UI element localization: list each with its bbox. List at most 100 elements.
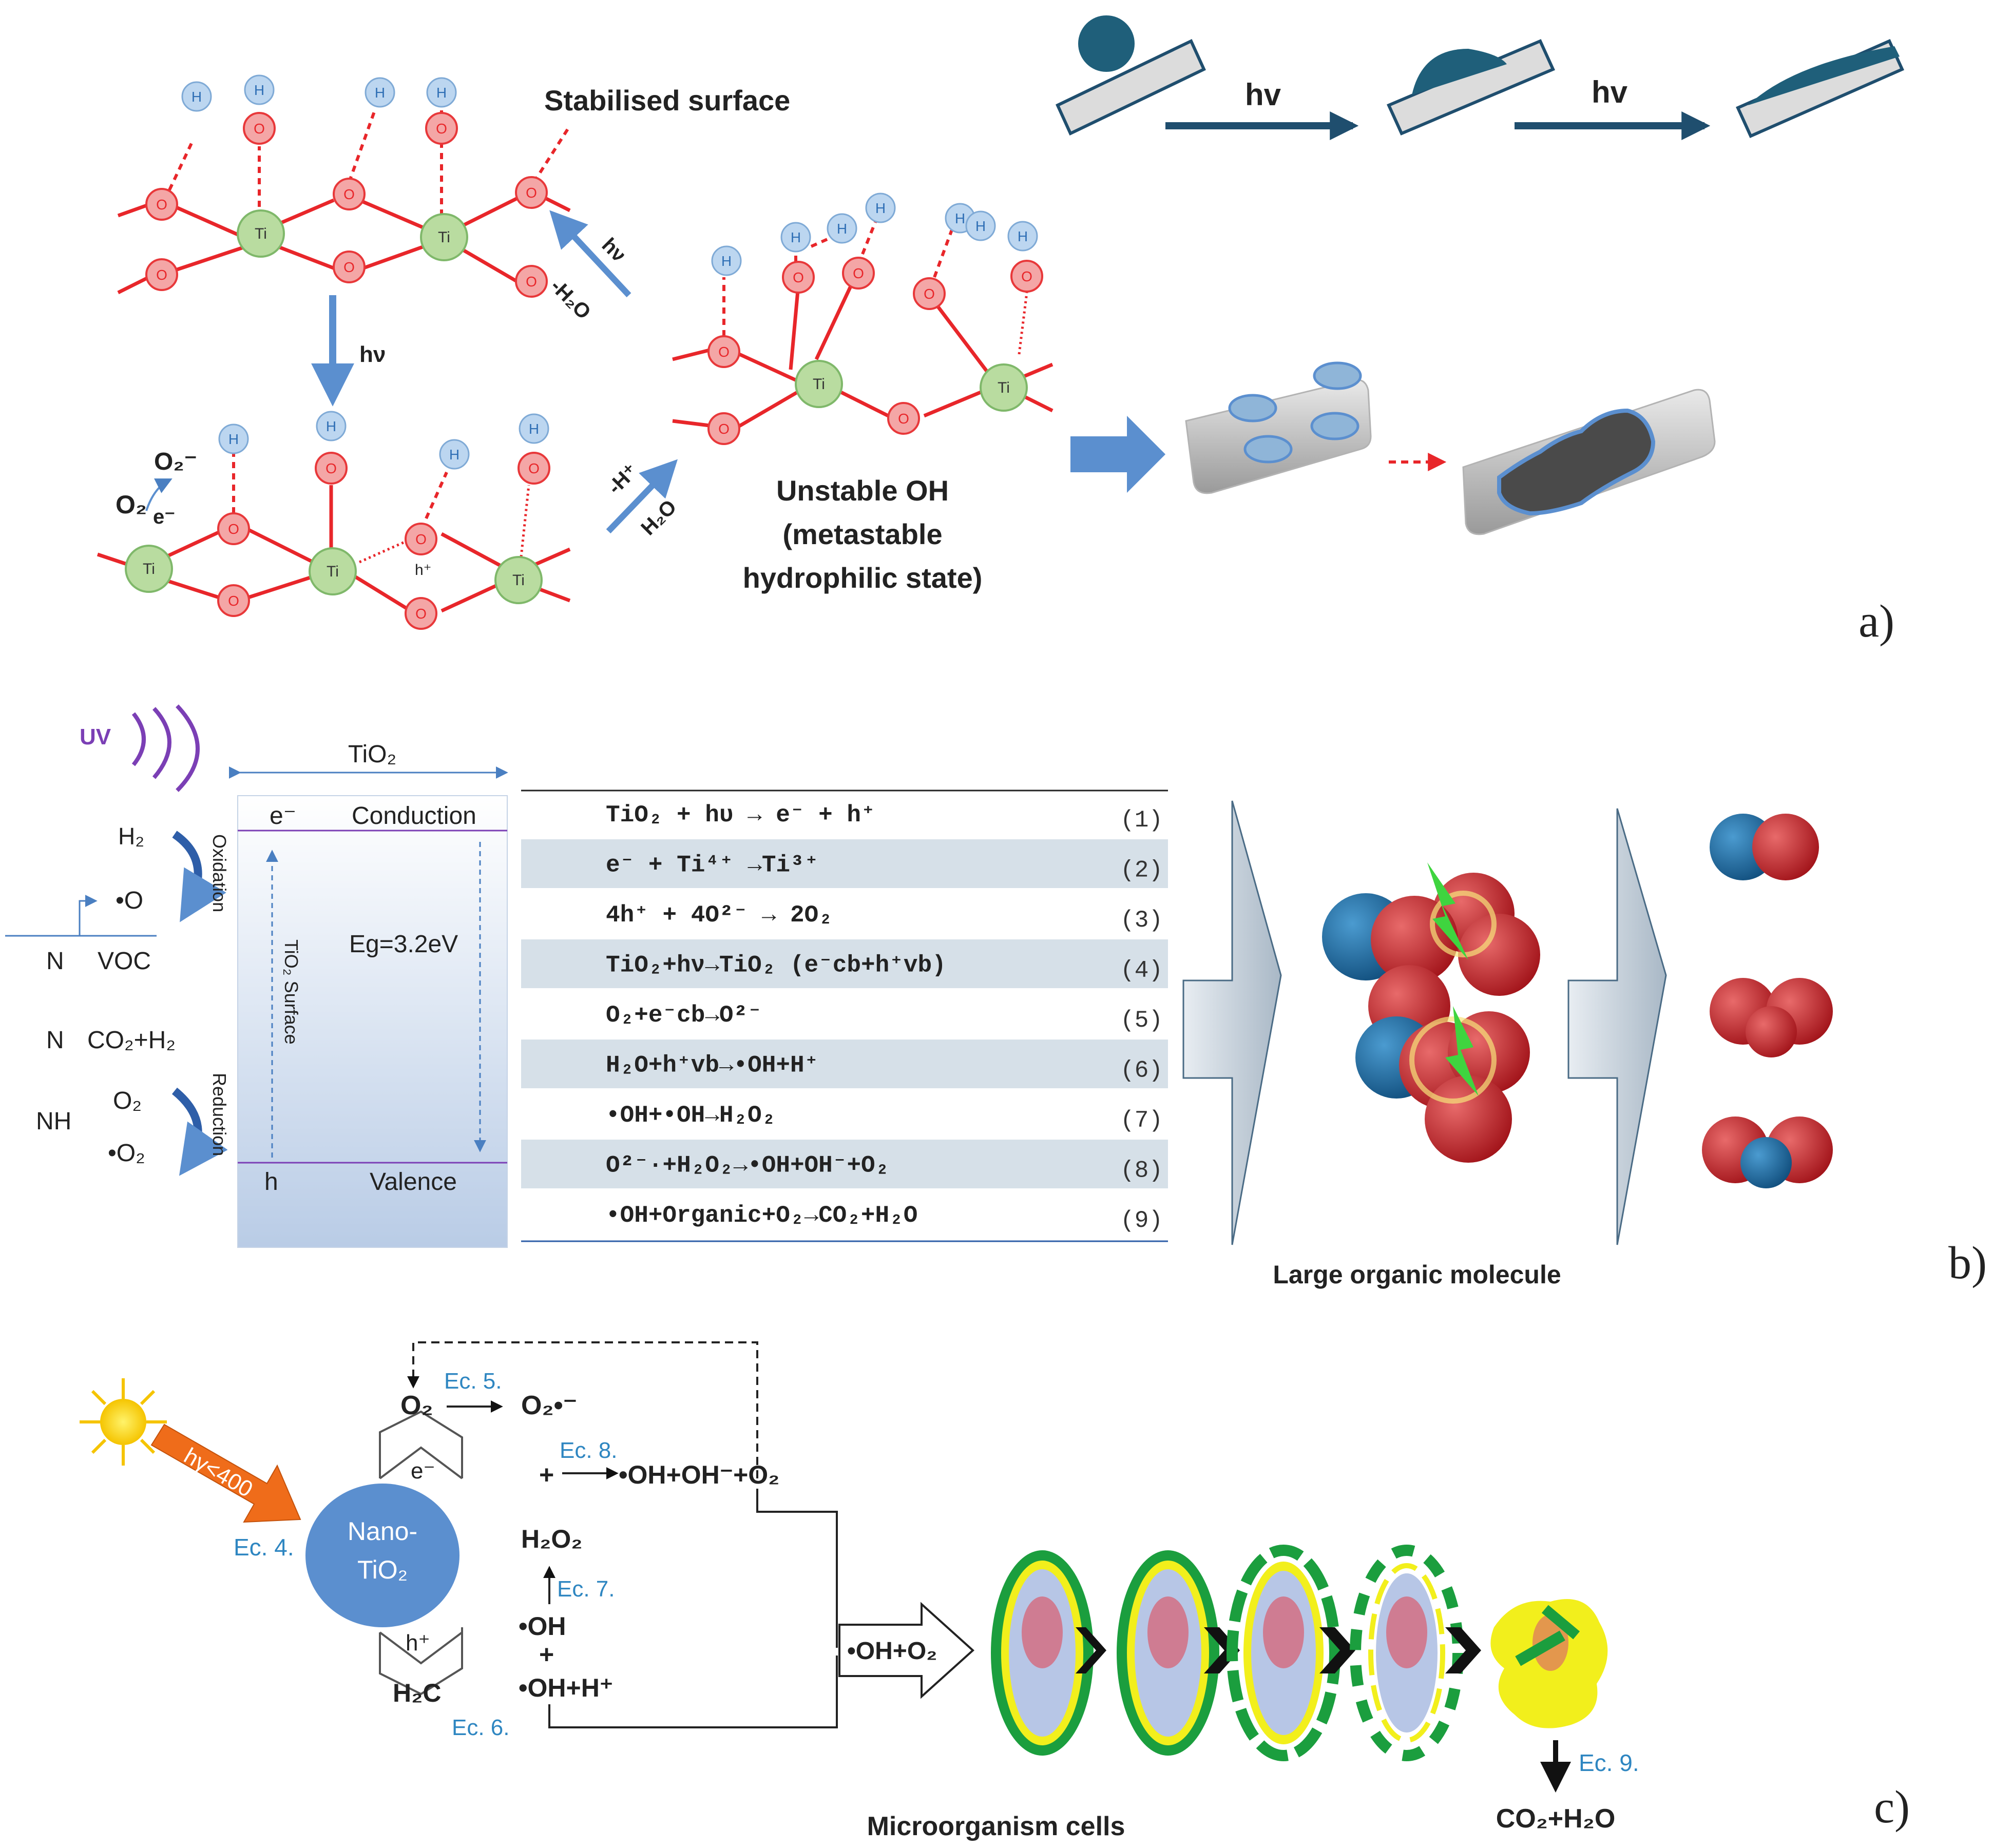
ec8-label: Ec. 8. [560,1438,618,1463]
hv-orange-arrow [150,1423,301,1523]
atom-h [244,74,275,105]
h-plus-label: h⁺ [415,562,432,579]
svg-text:Ti: Ti [438,229,450,246]
svg-text:O: O [528,460,540,476]
panel-b: UV TiO₂ e⁻ Conduction h Valence Eg=3.2eV… [5,704,1987,1289]
h2o-partial-c: H₂C [393,1679,441,1707]
atom-ti [309,547,357,595]
atom-o [515,265,548,298]
hv-minus-h2o-arrow [549,210,631,298]
svg-text:O: O [228,521,239,537]
svg-text:Ti: Ti [255,225,267,242]
svg-text:H: H [529,421,539,437]
atom-h [426,77,457,108]
svg-text:O: O [793,270,804,285]
n-label-2: N [46,1027,64,1054]
big-blue-arrow [1070,416,1165,493]
atom-o [333,178,366,210]
svg-text:Ti: Ti [327,563,339,580]
h2-label: H₂ [118,823,144,850]
atom-h [865,192,896,223]
svg-text:H: H [254,82,264,98]
atom-o [217,512,250,545]
atom-h [1007,221,1038,252]
h-plus-c: h⁺ [406,1630,430,1656]
svg-text:O: O [325,460,337,476]
top-structure-atom-labels: O O O O O O O O [156,121,537,290]
equation-text: •OH+Organic+O₂→CO₂+H₂O [606,1202,917,1229]
product-molecule-1 [1710,814,1819,880]
svg-text:H: H [191,89,202,105]
svg-text:O: O [156,267,167,283]
droplet-hv-2: hv [1592,75,1628,109]
ec6-label: Ec. 6. [452,1715,510,1740]
svg-text:O: O [343,186,355,202]
equation-text: O²⁻·+H₂O₂→•OH+OH⁻+O₂ [606,1152,889,1179]
svg-text:H: H [875,200,886,216]
plus-c-1: + [539,1460,554,1489]
svg-text:O: O [228,593,239,609]
atom-ti [494,556,543,604]
equation-number: (6) [1120,1057,1163,1084]
atom-o [1010,260,1043,293]
atom-ti [980,363,1028,412]
n-label-1: N [46,948,64,975]
svg-text:O: O [924,286,935,302]
equation-text: TiO₂+hν→TiO₂ (e⁻cb+h⁺vb) [606,952,946,979]
svg-text:O: O [718,344,730,360]
svg-text:H: H [228,431,239,447]
atom-h [519,413,549,444]
nano-label-2: TiO₂ [357,1555,408,1584]
oh-h-c: •OH+H⁺ [519,1673,613,1702]
oh-o2-label: •OH+O₂ [847,1638,937,1665]
equation-text: TiO₂ + hυ → e⁻ + h⁺ [606,802,875,829]
large-organic-molecule [1322,862,1540,1163]
svg-text:O: O [1021,268,1032,284]
svg-text:O: O [526,185,537,201]
co2h2-label: CO₂+H₂ [87,1027,176,1054]
equation-number: (8) [1120,1158,1163,1184]
svg-text:Ti: Ti [512,572,525,589]
svg-text:Ti: Ti [998,379,1010,396]
microorganism-label: Microorganism cells [867,1812,1125,1841]
minus-h2o-label: -H₂O [546,275,596,324]
svg-text:H: H [375,85,385,101]
plate-before [1185,361,1372,494]
e-minus-label: e⁻ [270,802,296,830]
microorganism-cell-1 [991,1550,1094,1756]
svg-text:H: H [791,229,801,245]
ec7-label: Ec. 7. [557,1576,615,1602]
atom-o [913,277,946,310]
panel-a-label: a) [1859,596,1894,647]
product-molecule-2 [1710,978,1833,1057]
co2h2o-label: CO₂+H₂O [1496,1804,1616,1834]
chevron-2 [1567,808,1667,1245]
stabilised-surface-label: Stabilised surface [544,84,790,117]
dot-o2-label: •O₂ [108,1140,145,1167]
atom-o [405,597,437,630]
e-minus-c: e⁻ [411,1458,435,1484]
large-molecule-label: Large organic molecule [1273,1260,1561,1289]
microorganism-cell-4 [1350,1545,1464,1761]
atom-ti [237,209,285,258]
equation-number: (1) [1120,807,1163,834]
reduction-label: Reduction [209,1073,230,1156]
e-minus-label: e⁻ [153,506,175,528]
plate-after [1462,389,1716,535]
equation-number: (5) [1120,1007,1163,1034]
atom-h [965,210,996,241]
microorganism-cell-5-lysed [1490,1599,1608,1728]
equation-number: (9) [1120,1207,1163,1234]
valence-label: Valence [370,1168,457,1196]
droplet-flat [1748,46,1900,105]
panel-a: O O O O O O O O H H H H Ti Ti Stabilised… [97,15,1904,647]
atom-h [780,222,811,253]
svg-text:O: O [254,121,265,137]
top-structure-dashes [168,109,571,218]
atom-o [145,188,178,221]
oxidation-label: Oxidation [209,834,230,912]
svg-text:H: H [721,253,732,269]
o2-minus-label: O₂⁻ [154,448,197,475]
band-box [237,795,508,1248]
svg-text:O: O [718,421,730,437]
